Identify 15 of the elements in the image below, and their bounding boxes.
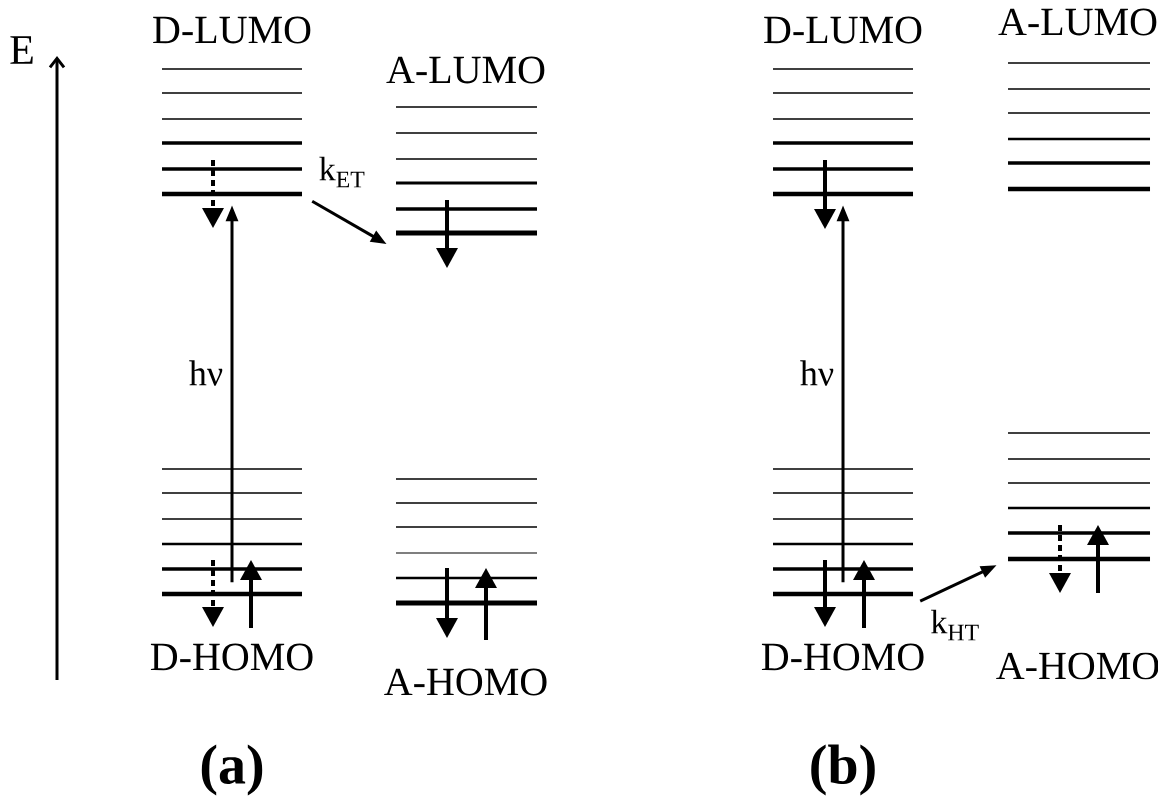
- panel-label: (b): [811, 744, 875, 796]
- level-heading: D-HOMO: [761, 643, 924, 671]
- level-heading: A-HOMO: [996, 652, 1158, 680]
- e-axis-label: E: [10, 36, 33, 64]
- edge-label: hν: [189, 360, 223, 386]
- level-heading: D-LUMO: [764, 16, 922, 44]
- edge-label: k$_{ET}$: [319, 156, 365, 188]
- edge-label: hν: [800, 360, 834, 386]
- level-heading: A-LUMO: [998, 8, 1157, 36]
- level-heading: A-HOMO: [384, 668, 547, 696]
- panel-label: (a): [201, 744, 263, 796]
- level-heading: D-HOMO: [150, 643, 313, 671]
- edge-label: k$_{HT}$: [931, 609, 979, 641]
- level-heading: A-LUMO: [386, 56, 545, 84]
- level-heading: D-LUMO: [153, 16, 311, 44]
